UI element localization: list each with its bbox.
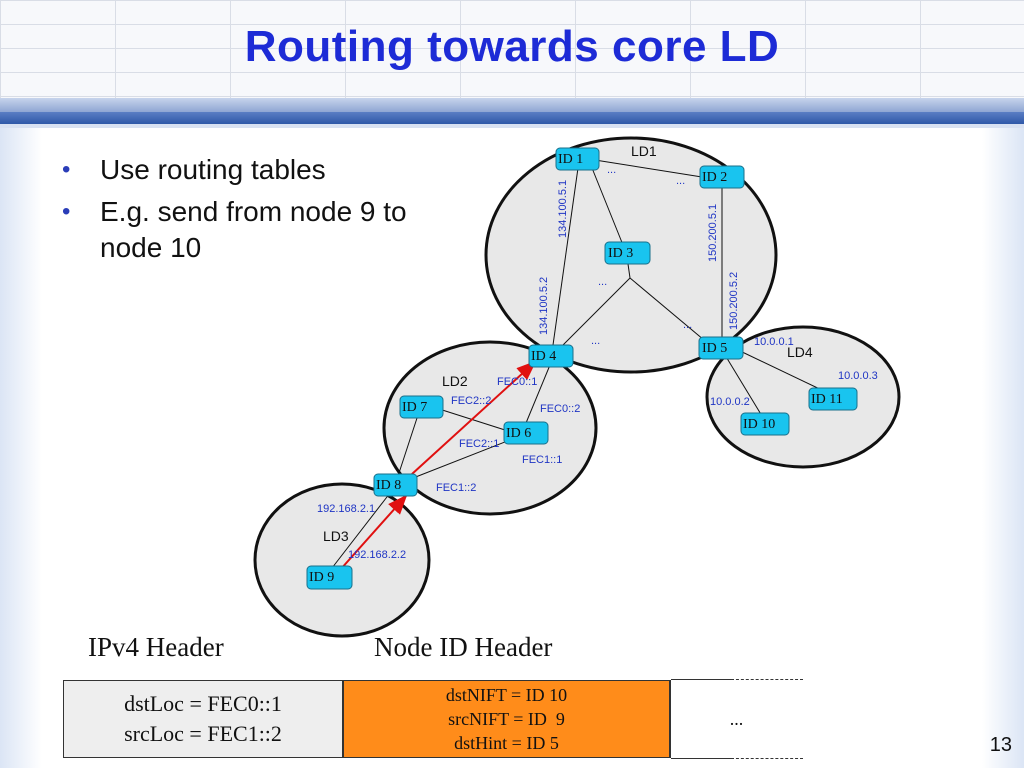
ipv4-header-label: IPv4 Header	[88, 632, 224, 662]
node-id8-label: ID 8	[376, 478, 401, 493]
ipv4-dst-loc: dstLoc = FEC0::1	[124, 691, 282, 716]
payload-bottom-dash	[731, 758, 803, 759]
node-id5-label: ID 5	[702, 341, 727, 356]
node-id2-label: ID 2	[702, 170, 727, 185]
left-edge-gradient	[0, 128, 42, 768]
addr-150-200-5-2: 150.200.5.2	[728, 272, 740, 330]
bullet-dot-icon: •	[62, 198, 71, 225]
payload-box: ...	[670, 679, 803, 759]
node-id10-label: ID 10	[743, 417, 775, 432]
node-id5	[698, 336, 744, 360]
header-band	[0, 98, 1024, 112]
link-id6-id8	[407, 439, 511, 481]
node-id3	[604, 241, 651, 265]
ellipsis-1: ...	[607, 164, 616, 176]
node-id-header-box: dstNIFT = ID 10 srcNIFT = ID 9 dstHint =…	[343, 680, 670, 758]
node-id1-label: ID 1	[558, 152, 583, 167]
node-id11	[808, 387, 858, 411]
addr-fec0-2: FEC0::2	[540, 403, 580, 415]
page-number: 13	[989, 734, 1012, 756]
ellipsis-4: ...	[683, 319, 692, 331]
route-arrow-id8-id4	[411, 360, 537, 475]
link-id1-id4	[552, 167, 579, 346]
payload-top-dash	[731, 679, 803, 680]
node-id4-label: ID 4	[531, 349, 556, 364]
ellipsis-3: ...	[598, 276, 607, 288]
link-junction-id5	[629, 277, 705, 341]
node-id2	[699, 165, 745, 189]
slide-title: Routing towards core LD	[244, 22, 780, 71]
link-id8-id9	[331, 492, 391, 569]
bullet-dot-icon: •	[62, 156, 71, 183]
domain-ld2	[382, 340, 598, 516]
addr-10-0-0-3: 10.0.0.3	[838, 370, 878, 382]
addr-fec2-1: FEC2::1	[459, 438, 499, 450]
domain-ld2-label: LD2	[442, 373, 468, 389]
route-arrow-id9-id8	[339, 494, 408, 571]
bullet-item: • Use routing tables	[62, 152, 422, 188]
addr-134-100-5-1: 134.100.5.1	[557, 180, 569, 238]
link-id7-id6	[435, 407, 506, 431]
link-junction-id4	[561, 277, 631, 347]
bullet-item: • E.g. send from node 9 to node 10	[62, 194, 422, 266]
payload-bottom-border	[671, 758, 731, 759]
ellipsis-2: ...	[676, 175, 685, 187]
node-src-nift: srcNIFT = ID 9	[448, 709, 565, 729]
domain-ld1-label: LD1	[631, 143, 657, 159]
right-edge-gradient	[982, 128, 1024, 768]
domain-ld3	[253, 482, 431, 638]
addr-fec0-1: FEC0::1	[497, 376, 537, 388]
node-id1	[555, 147, 600, 171]
addr-10-0-0-2: 10.0.0.2	[710, 396, 750, 408]
addr-fec1-2: FEC1::2	[436, 482, 476, 494]
node-id7	[399, 395, 444, 419]
ellipsis-5: ...	[591, 335, 600, 347]
node-id-header-label: Node ID Header	[374, 632, 553, 662]
node-id7-label: ID 7	[402, 400, 427, 415]
domain-ld4-label: LD4	[787, 344, 813, 360]
addr-150-200-5-1: 150.200.5.1	[707, 204, 719, 262]
link-id7-id8	[397, 414, 419, 477]
addr-10-0-0-1: 10.0.0.1	[754, 336, 794, 348]
header-band-dark	[0, 112, 1024, 124]
addr-192-168-2-1: 192.168.2.1	[317, 503, 375, 515]
bullet-text: E.g. send from node 9 to node 10	[100, 196, 407, 263]
node-dst-hint: dstHint = ID 5	[454, 733, 559, 753]
node-id6	[503, 421, 549, 445]
header-background	[0, 0, 1024, 98]
link-id1-id2	[594, 159, 703, 178]
node-id4	[528, 344, 574, 368]
link-id5-id11	[737, 349, 827, 393]
bullet-text: Use routing tables	[100, 154, 326, 185]
node-id9-label: ID 9	[309, 570, 334, 585]
link-id1-id3	[591, 167, 626, 251]
link-id3-junction	[627, 263, 631, 279]
node-id11-label: ID 11	[811, 392, 843, 407]
payload-ellipsis: ...	[729, 709, 744, 729]
addr-fec1-1: FEC1::1	[522, 454, 562, 466]
domain-ld3-label: LD3	[323, 528, 349, 544]
bullet-list: • Use routing tables • E.g. send from node…	[62, 152, 422, 272]
ipv4-header-box: dstLoc = FEC0::1 srcLoc = FEC1::2	[63, 680, 343, 758]
node-id9	[306, 565, 353, 590]
link-id5-id10	[724, 354, 763, 417]
node-id10	[740, 412, 790, 436]
addr-134-100-5-2: 134.100.5.2	[538, 277, 550, 335]
addr-192-168-2-2: 192.168.2.2	[348, 549, 406, 561]
header-band-light	[0, 124, 1024, 128]
link-id4-id6	[525, 364, 551, 424]
ipv4-src-loc: srcLoc = FEC1::2	[124, 721, 282, 746]
node-dst-nift: dstNIFT = ID 10	[445, 685, 568, 705]
node-id8	[373, 473, 418, 497]
addr-fec2-2: FEC2::2	[451, 395, 491, 407]
payload-top-border	[671, 679, 731, 680]
node-id3-label: ID 3	[608, 246, 633, 261]
node-id6-label: ID 6	[506, 426, 531, 441]
